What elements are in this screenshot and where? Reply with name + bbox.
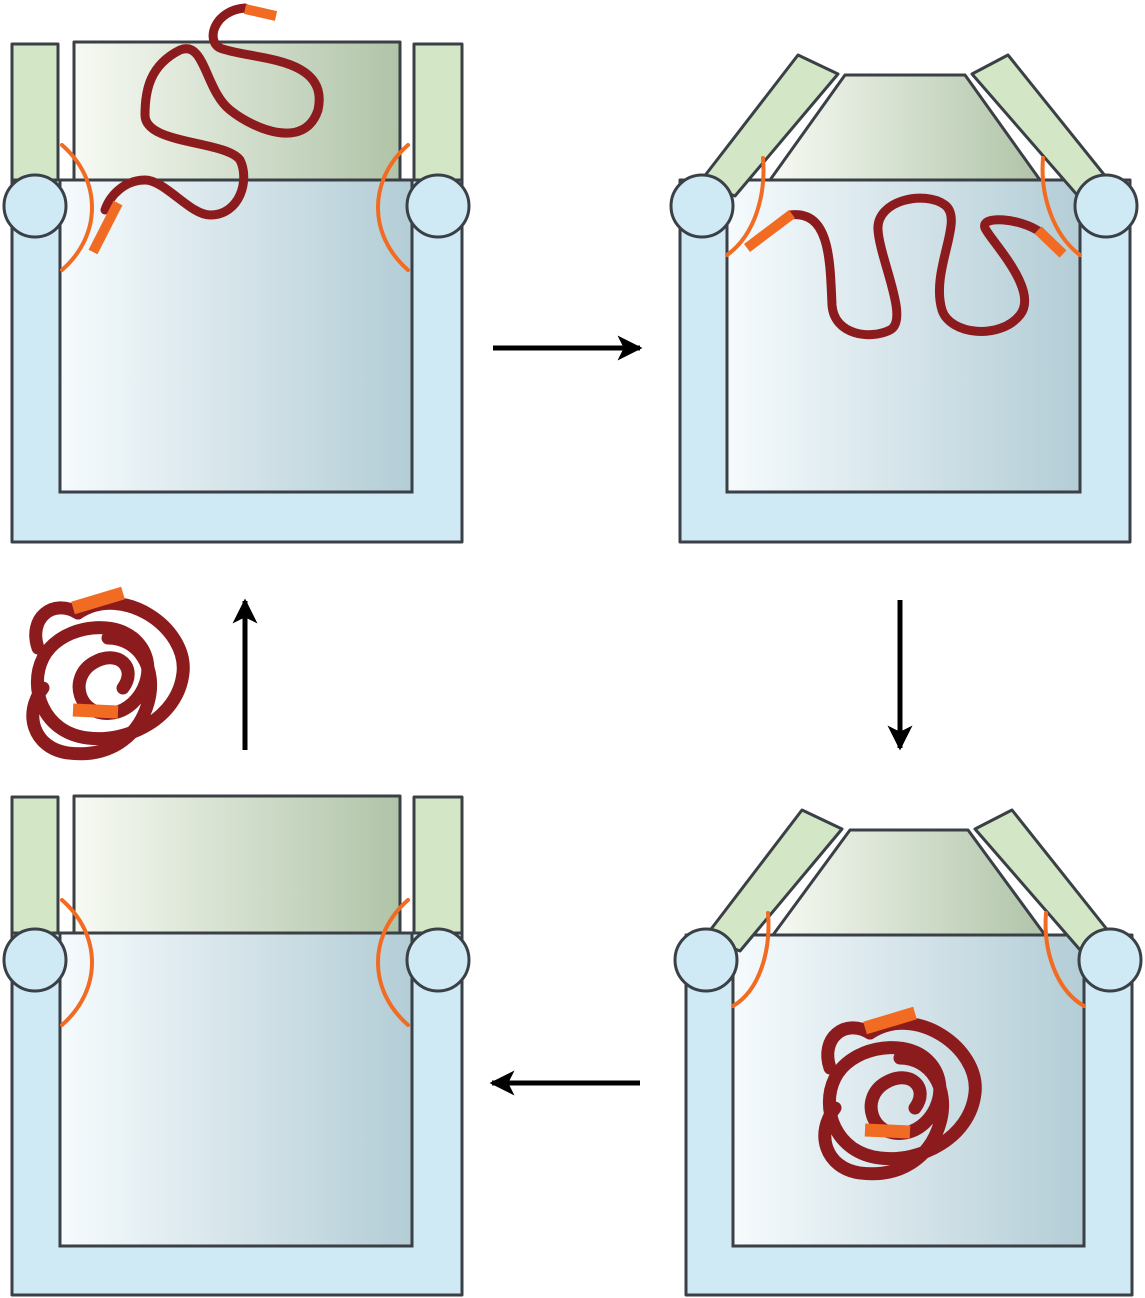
binding-site-right [376,898,410,1027]
lid-flap-left [10,42,60,182]
binding-site-right [1043,911,1086,1008]
hinge-left [673,927,739,993]
binding-site-left [60,143,94,272]
substrate-tag-end [1034,226,1067,258]
lid-flap-right [412,42,464,182]
lid-block [768,73,1042,182]
lid-flap-left [10,795,60,935]
binding-site-left [731,911,771,1008]
lid-block [72,794,402,935]
hinge-left [2,927,68,993]
hinge-left [2,173,68,239]
substrate-tag-end [743,210,796,252]
lid-flap-right [412,795,464,935]
lid-flap-left [698,53,840,198]
hinge-right [1077,927,1143,993]
released-folded-substrate [33,593,183,754]
unfolded-substrate [100,3,324,220]
cavity [731,933,1086,1248]
hinge-right [405,927,471,993]
substrate-tag-end [243,4,278,21]
panel-bottom-right [673,808,1143,1297]
hinge-left [669,173,735,239]
substrate-inside [785,193,1045,340]
substrate-tag-end [88,200,123,255]
hinge-right [405,173,471,239]
binding-site-left [60,898,94,1027]
hinge-right [1073,173,1139,239]
panel-top-left [2,3,471,544]
binding-site-right [1040,156,1082,257]
lid-flap-left [703,808,844,953]
binding-site-left [725,156,766,257]
panel-top-right [669,53,1139,544]
cavity [725,178,1082,494]
binding-site-right [376,143,410,272]
panel-bottom-left [2,794,471,1297]
cavity [58,931,414,1248]
cavity [58,178,414,494]
